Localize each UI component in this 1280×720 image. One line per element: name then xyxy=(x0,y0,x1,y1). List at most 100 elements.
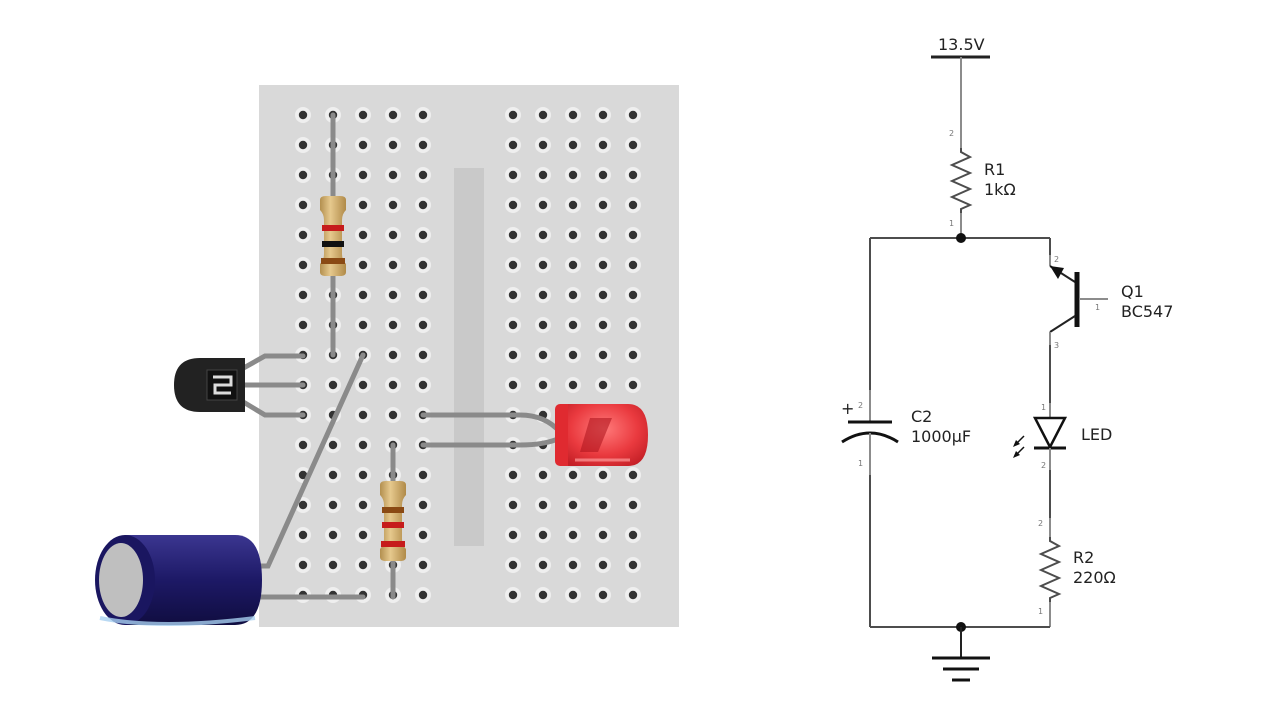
breadboard-hole xyxy=(328,470,338,480)
breadboard-hole xyxy=(568,290,578,300)
breadboard-hole xyxy=(598,290,608,300)
breadboard-hole xyxy=(508,380,518,390)
breadboard-hole xyxy=(538,260,548,270)
transistor-q1-symbol xyxy=(1049,255,1108,345)
breadboard-hole xyxy=(568,110,578,120)
breadboard-hole xyxy=(508,140,518,150)
led-symbol xyxy=(1013,403,1068,470)
breadboard-hole xyxy=(358,500,368,510)
breadboard-hole xyxy=(538,170,548,180)
breadboard-hole xyxy=(298,440,308,450)
breadboard-hole xyxy=(358,230,368,240)
breadboard-hole xyxy=(298,110,308,120)
breadboard-hole xyxy=(298,500,308,510)
breadboard-hole xyxy=(628,530,638,540)
breadboard-holes xyxy=(295,107,641,603)
breadboard-hole xyxy=(598,170,608,180)
breadboard-hole xyxy=(358,440,368,450)
r2-value: 220Ω xyxy=(1073,568,1116,587)
breadboard-hole xyxy=(508,170,518,180)
breadboard-hole xyxy=(418,200,428,210)
breadboard-center-channel xyxy=(454,168,484,546)
breadboard-hole xyxy=(418,380,428,390)
breadboard-hole xyxy=(628,230,638,240)
breadboard-hole xyxy=(538,500,548,510)
breadboard-hole xyxy=(418,560,428,570)
breadboard-hole xyxy=(628,290,638,300)
breadboard-hole xyxy=(538,590,548,600)
breadboard-hole xyxy=(508,500,518,510)
breadboard-hole xyxy=(568,320,578,330)
breadboard-hole xyxy=(418,290,428,300)
breadboard-hole xyxy=(418,350,428,360)
breadboard-hole xyxy=(388,110,398,120)
breadboard-hole xyxy=(538,350,548,360)
breadboard-hole xyxy=(508,560,518,570)
breadboard-hole xyxy=(508,230,518,240)
breadboard-hole xyxy=(568,380,578,390)
breadboard-hole xyxy=(628,170,638,180)
breadboard-hole xyxy=(508,290,518,300)
breadboard-hole xyxy=(298,320,308,330)
breadboard-hole xyxy=(628,470,638,480)
breadboard-hole xyxy=(568,590,578,600)
breadboard-hole xyxy=(328,500,338,510)
led-pin-bottom: 2 xyxy=(1041,461,1046,470)
breadboard-hole xyxy=(538,140,548,150)
breadboard-hole xyxy=(568,350,578,360)
breadboard-hole xyxy=(568,500,578,510)
breadboard-hole xyxy=(328,440,338,450)
breadboard-hole xyxy=(568,560,578,570)
breadboard-hole xyxy=(358,320,368,330)
breadboard-hole xyxy=(598,140,608,150)
breadboard-hole xyxy=(508,200,518,210)
breadboard-hole xyxy=(358,200,368,210)
q1-pin-base: 1 xyxy=(1095,303,1100,312)
breadboard-hole xyxy=(388,140,398,150)
led-label: LED xyxy=(1081,425,1112,444)
led-pin-top: 1 xyxy=(1041,403,1046,412)
breadboard-hole xyxy=(418,230,428,240)
breadboard-hole xyxy=(388,410,398,420)
breadboard-hole xyxy=(628,560,638,570)
breadboard-hole xyxy=(418,530,428,540)
resistor-r2[interactable] xyxy=(380,481,406,561)
breadboard-hole xyxy=(298,470,308,480)
breadboard-hole xyxy=(328,560,338,570)
breadboard-hole xyxy=(508,110,518,120)
breadboard-hole xyxy=(418,470,428,480)
breadboard-hole xyxy=(628,200,638,210)
r2-name: R2 xyxy=(1073,548,1094,567)
breadboard-hole xyxy=(568,170,578,180)
r1-pin-bottom: 1 xyxy=(949,219,954,228)
q1-pin-emitter: 2 xyxy=(1054,255,1059,264)
breadboard-hole xyxy=(298,560,308,570)
breadboard-hole xyxy=(508,590,518,600)
resistor-r1[interactable] xyxy=(320,196,346,276)
breadboard-hole xyxy=(388,290,398,300)
breadboard-hole xyxy=(388,350,398,360)
c2-pin-top: 2 xyxy=(858,401,863,410)
breadboard-hole xyxy=(538,320,548,330)
r2-pin-top: 2 xyxy=(1038,519,1043,528)
breadboard-hole xyxy=(298,290,308,300)
q1-pin-collector: 3 xyxy=(1054,341,1059,350)
breadboard-hole xyxy=(628,500,638,510)
breadboard-hole xyxy=(598,230,608,240)
q1-name: Q1 xyxy=(1121,282,1144,301)
breadboard-hole xyxy=(298,230,308,240)
breadboard-hole xyxy=(628,140,638,150)
breadboard-hole xyxy=(598,380,608,390)
capacitor-c2[interactable] xyxy=(95,535,262,626)
breadboard-hole xyxy=(358,530,368,540)
transistor-q1[interactable] xyxy=(174,358,245,412)
breadboard-hole xyxy=(628,380,638,390)
breadboard-hole xyxy=(598,530,608,540)
led[interactable] xyxy=(555,404,648,466)
breadboard-hole xyxy=(358,560,368,570)
breadboard-hole xyxy=(358,260,368,270)
breadboard-hole xyxy=(598,320,608,330)
breadboard-hole xyxy=(628,320,638,330)
breadboard-hole xyxy=(298,260,308,270)
c2-name: C2 xyxy=(911,407,932,426)
